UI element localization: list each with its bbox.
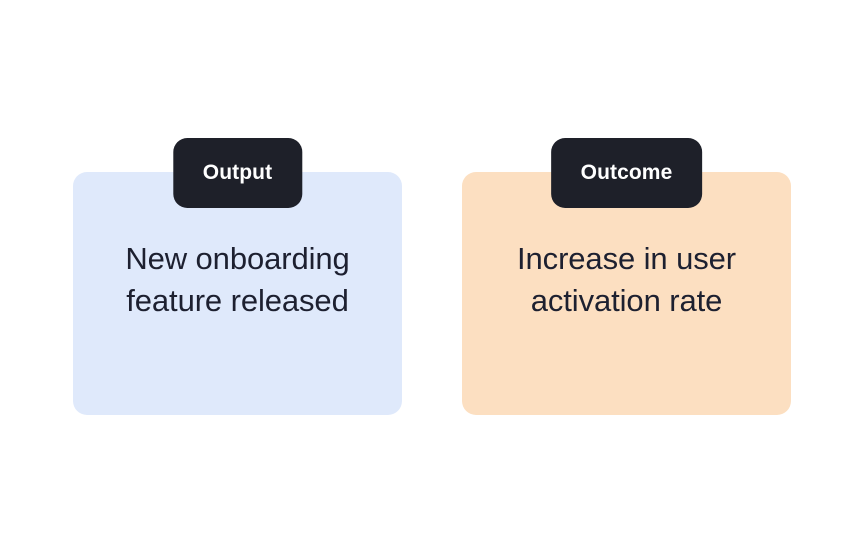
- card-outcome-badge: Outcome: [550, 138, 703, 208]
- card-output[interactable]: Output New onboarding feature released: [73, 138, 402, 415]
- card-outcome[interactable]: Outcome Increase in user activation rate: [462, 138, 791, 415]
- card-output-body-text: New onboarding feature released: [125, 241, 350, 318]
- card-output-badge: Output: [172, 138, 303, 208]
- card-row: Output New onboarding feature released O…: [73, 138, 791, 415]
- card-outcome-body-text: Increase in user activation rate: [517, 241, 736, 318]
